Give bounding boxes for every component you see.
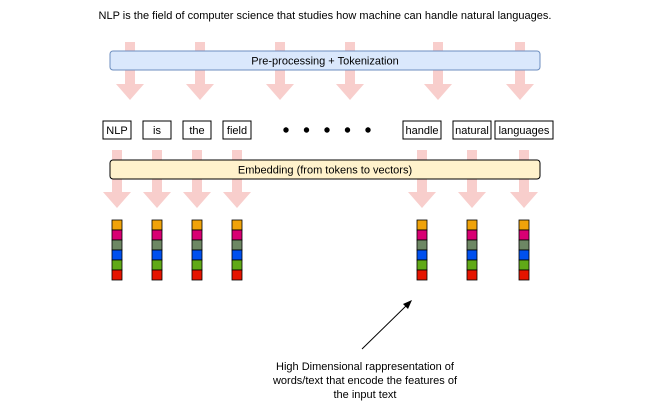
vector-cell [416,269,428,281]
token-box: natural [452,120,492,140]
vector-cell [466,219,478,231]
token-row: NLP is the field handle natural languages [102,120,554,140]
ellipsis [283,127,371,133]
vector-cell [151,229,163,241]
ellipsis-dot [365,127,371,133]
tokenization-arrow [186,42,214,100]
tokenization-arrow [424,42,452,100]
vector-cell [191,259,203,271]
token-label: field [227,125,247,137]
embedding-vector [111,219,123,281]
token-box: handle [402,120,442,140]
vector-cell [191,239,203,251]
vector-cell [231,259,243,271]
embedding-vector [191,219,203,281]
vector-cell [518,219,530,231]
vector-cell [111,259,123,271]
vector-cell [231,269,243,281]
vector-cell [111,249,123,261]
token-box: is [142,120,172,140]
embedding-vector [231,219,243,281]
embedding-vector [151,219,163,281]
token-label: handle [405,125,438,137]
vector-cell [111,239,123,251]
vector-cell [466,229,478,241]
embedding-box: Embedding (from tokens to vectors) [109,159,541,180]
preprocessing-label: Pre-processing + Tokenization [251,56,398,68]
ellipsis-dot [344,127,351,133]
vector-cell [231,229,243,241]
token-box: field [222,120,252,140]
vector-cell [111,229,123,241]
token-box: the [182,120,212,140]
vector-cell [518,269,530,281]
tokenization-arrow [116,42,144,100]
vector-cell [416,259,428,271]
embedding-vector [466,219,478,281]
vector-cell [151,269,163,281]
annotation-line: words/text that encode the features of [272,375,458,387]
vector-cell [191,249,203,261]
vector-cell [466,269,478,281]
preprocessing-box: Pre-processing + Tokenization [109,50,541,71]
token-label: languages [499,125,550,137]
vector-cell [416,249,428,261]
vector-cell [416,219,428,231]
vector-cell [466,239,478,251]
annotation-arrow [361,300,412,350]
vector-cell [151,259,163,271]
ellipsis-dot [283,127,289,133]
annotation-line: High Dimensional rappresentation of [276,361,455,373]
vector-cell [518,239,530,251]
vector-cell [191,269,203,281]
token-label: NLP [106,125,127,137]
vector-cell [111,219,123,231]
vector-cell [466,259,478,271]
tokenization-arrow [336,42,364,100]
vector-cell [191,229,203,241]
tokenization-arrow [506,42,534,100]
ellipsis-dot [303,127,310,133]
vector-cell [111,269,123,281]
embedding-vector [416,219,428,281]
vector-cell [518,249,530,261]
token-label: natural [455,125,489,137]
token-label: the [189,125,204,137]
vector-cell [191,219,203,231]
vector-cell [416,239,428,251]
embedding-vectors [111,219,530,281]
vector-cell [231,239,243,251]
token-label: is [153,125,161,137]
embedding-vector [518,219,530,281]
vector-cell [151,219,163,231]
vector-cell [518,259,530,271]
vector-cell [518,229,530,241]
tokenization-arrows [116,42,534,100]
annotation: High Dimensional rappresentation of word… [272,361,458,401]
vector-cell [151,239,163,251]
token-box: NLP [102,120,132,140]
annotation-line: the input text [334,389,397,401]
tokenization-arrow [266,42,294,100]
vector-cell [231,219,243,231]
vector-cell [151,249,163,261]
embedding-label: Embedding (from tokens to vectors) [238,165,412,177]
vector-cell [416,229,428,241]
vector-cell [231,249,243,261]
vector-cell [466,249,478,261]
ellipsis-dot [324,127,330,133]
diagram-title: NLP is the field of computer science tha… [99,10,552,22]
token-box: languages [494,120,554,140]
